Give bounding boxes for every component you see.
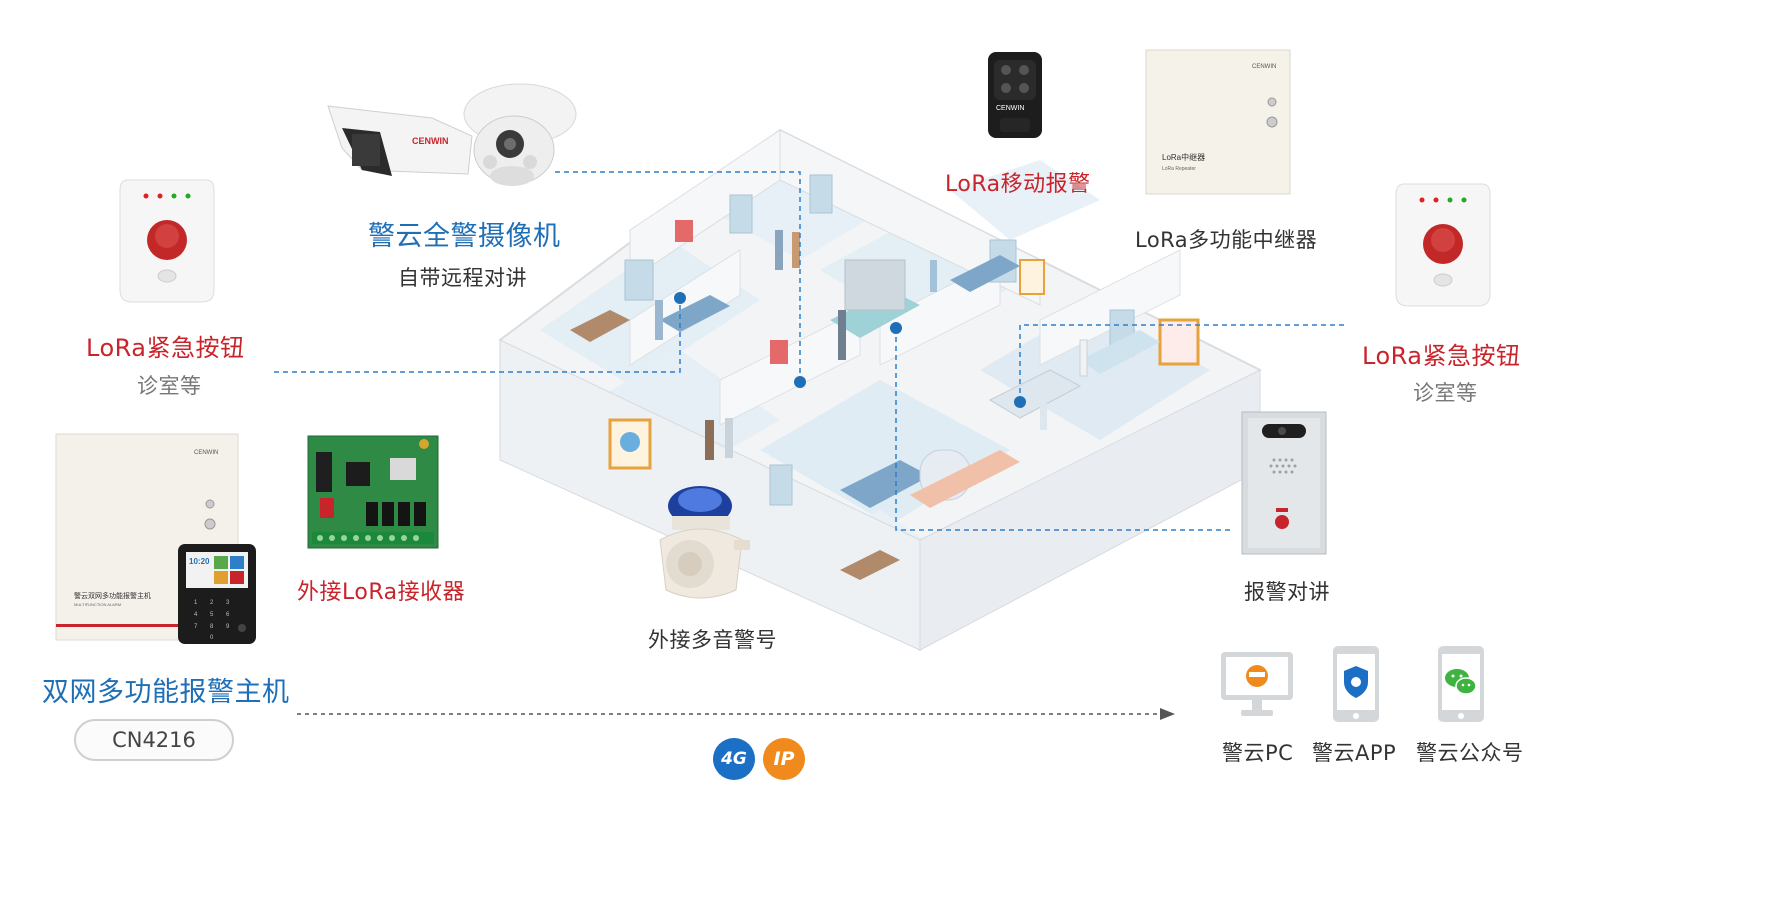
svg-text:1: 1 <box>194 600 198 606</box>
svg-text:2: 2 <box>210 600 214 606</box>
svg-text:LoRa Repeater: LoRa Repeater <box>1162 166 1196 172</box>
monitor-icon <box>1221 652 1293 716</box>
svg-text:10:20: 10:20 <box>189 557 210 566</box>
receiver-title: 外接LoRa接收器 <box>297 580 466 605</box>
phone-app-icon <box>1333 646 1379 722</box>
host-title: 双网多功能报警主机 <box>42 677 290 708</box>
alarm-host-device: CENWIN 警云双网多功能报警主机 MULTIFUNCTION ALARM 1… <box>55 433 256 644</box>
svg-text:3: 3 <box>226 600 230 606</box>
svg-text:6: 6 <box>226 612 230 618</box>
camera-subtitle: 自带远程对讲 <box>398 266 527 290</box>
building-illustration <box>498 128 1262 652</box>
svg-text:CENWIN: CENWIN <box>1252 64 1276 70</box>
svg-text:5: 5 <box>210 612 214 618</box>
svg-text:CENWIN: CENWIN <box>194 450 218 456</box>
host-model-badge: CN4216 <box>74 719 234 761</box>
svg-text:LoRa中继器: LoRa中继器 <box>1162 152 1205 162</box>
badge-ip: IP <box>763 738 805 780</box>
remote-title: LoRa移动报警 <box>945 172 1091 197</box>
button-left-title: LoRa紧急按钮 <box>86 334 245 362</box>
remote-device: CENWIN <box>988 52 1042 138</box>
svg-text:9: 9 <box>226 624 230 630</box>
intercom-device <box>1241 411 1327 555</box>
button-right-title: LoRa紧急按钮 <box>1362 342 1521 370</box>
camera-device: CENWIN <box>327 83 577 186</box>
siren-title: 外接多音警号 <box>648 628 777 652</box>
network-arrow <box>297 708 1175 720</box>
svg-text:7: 7 <box>194 624 198 630</box>
client-label-app: 警云APP <box>1312 741 1397 765</box>
badge-4g: 4G <box>713 738 755 780</box>
svg-text:警云双网多功能报警主机: 警云双网多功能报警主机 <box>74 591 151 600</box>
wechat-icon <box>1438 646 1484 722</box>
intercom-title: 报警对讲 <box>1244 580 1330 604</box>
emergency-button-left-device <box>119 179 215 303</box>
button-right-subtitle: 诊室等 <box>1413 381 1478 405</box>
client-label-pc: 警云PC <box>1222 741 1294 765</box>
repeater-title: LoRa多功能中继器 <box>1135 228 1318 252</box>
emergency-button-right-device <box>1395 183 1491 307</box>
client-label-wechat: 警云公众号 <box>1416 741 1524 765</box>
svg-text:MULTIFUNCTION ALARM: MULTIFUNCTION ALARM <box>74 602 121 607</box>
svg-text:CENWIN: CENWIN <box>996 105 1024 112</box>
svg-text:0: 0 <box>210 635 214 641</box>
button-left-subtitle: 诊室等 <box>137 374 202 398</box>
siren-device <box>659 486 750 599</box>
svg-text:CENWIN: CENWIN <box>412 136 449 146</box>
camera-title: 警云全警摄像机 <box>368 221 561 252</box>
receiver-device <box>307 435 439 549</box>
repeater-device: CENWIN LoRa中继器 LoRa Repeater <box>1145 49 1291 195</box>
svg-text:8: 8 <box>210 624 214 630</box>
svg-text:4: 4 <box>194 612 198 618</box>
